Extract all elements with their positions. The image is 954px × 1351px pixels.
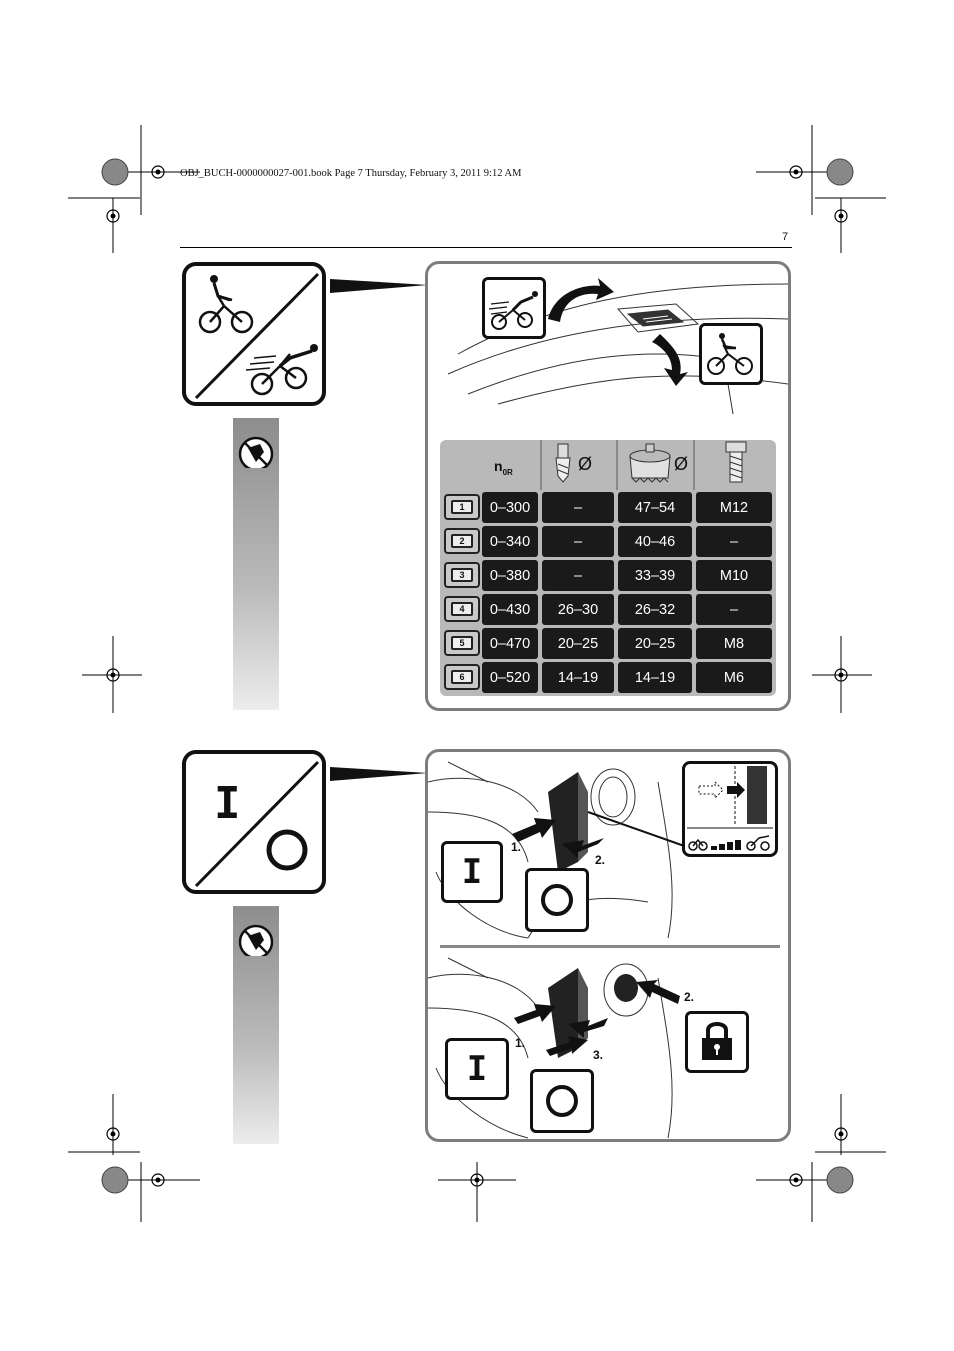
speed-symbol: n	[494, 458, 503, 474]
table-cell-thread: –	[696, 594, 772, 625]
on-off-icon-box: I	[182, 750, 326, 894]
gear-number: 1	[451, 500, 473, 514]
table-cell-drill: –	[542, 560, 614, 591]
on-button-icon-b[interactable]: I	[445, 1038, 509, 1100]
cyclist-slow-fast-icon	[194, 272, 320, 400]
on-button-icon[interactable]: I	[441, 841, 503, 903]
gear-6-badge: 6	[444, 664, 480, 690]
speed-subscript: 0R	[502, 467, 513, 477]
no-operation-icon-2	[238, 924, 274, 960]
speed-header: n0R	[494, 458, 513, 477]
svg-text:I: I	[214, 778, 241, 829]
table-cell-speed: 0–470	[482, 628, 538, 659]
table-cell-speed: 0–380	[482, 560, 538, 591]
gear-2-badge: 2	[444, 528, 480, 554]
on-off-panel: 1. 2. I 1. 2. 3.	[425, 749, 791, 1142]
speed-selection-icon-box	[182, 262, 326, 406]
table-cell-thread: M10	[696, 560, 772, 591]
table-cell-drill: 20–25	[542, 628, 614, 659]
drill-diameter-symbol: Ø	[578, 454, 593, 474]
step-1-label-b: 1.	[515, 1036, 526, 1050]
table-cell-drill: –	[542, 492, 614, 523]
gear-number: 3	[451, 568, 473, 582]
gear-number: 6	[451, 670, 473, 684]
gear-number: 4	[451, 602, 473, 616]
gear-1-badge: 1	[444, 494, 480, 520]
screw-icon	[725, 441, 747, 483]
switch-lock-illustration	[428, 957, 680, 1139]
gear-3-badge: 3	[444, 562, 480, 588]
table-cell-hole-saw: 40–46	[618, 526, 692, 557]
gear-number: 5	[451, 636, 473, 650]
table-cell-hole-saw: 14–19	[618, 662, 692, 693]
table-cell-speed: 0–520	[482, 662, 538, 693]
panel-divider	[440, 945, 780, 948]
table-cell-thread: –	[696, 526, 772, 557]
table-cell-hole-saw: 26–32	[618, 594, 692, 625]
gear-4-badge: 4	[444, 596, 480, 622]
on-symbol: I	[461, 852, 483, 892]
step-2-label-b: 2.	[684, 990, 695, 1004]
table-cell-thread: M12	[696, 492, 772, 523]
step-1-label: 1.	[511, 840, 522, 854]
inset-speed-indicator	[682, 761, 778, 857]
switch-on-illustration	[428, 761, 691, 939]
table-cell-drill: 14–19	[542, 662, 614, 693]
table-cell-thread: M6	[696, 662, 772, 693]
lock-icon[interactable]	[685, 1011, 749, 1073]
table-cell-thread: M8	[696, 628, 772, 659]
hole-saw-icon	[629, 443, 671, 483]
table-cell-speed: 0–430	[482, 594, 538, 625]
off-button-icon-b[interactable]	[530, 1069, 594, 1133]
step-2-label: 2.	[595, 853, 606, 867]
side-strip	[233, 418, 279, 710]
page-number: 7	[782, 231, 789, 243]
table-cell-speed: 0–300	[482, 492, 538, 523]
table-cell-hole-saw: 20–25	[618, 628, 692, 659]
callout-pointer	[330, 279, 428, 300]
on-off-symbol-icon: I	[194, 760, 320, 888]
table-cell-speed: 0–340	[482, 526, 538, 557]
gear-5-badge: 5	[444, 630, 480, 656]
gear-number: 2	[451, 534, 473, 548]
file-header-line: OBJ_BUCH-0000000027-001.book Page 7 Thur…	[180, 168, 522, 179]
header-rule	[180, 247, 792, 248]
table-cell-hole-saw: 47–54	[618, 492, 692, 523]
hole-saw-diameter-symbol: Ø	[674, 454, 689, 474]
table-cell-drill: 26–30	[542, 594, 614, 625]
on-symbol-b: I	[466, 1049, 488, 1089]
table-cell-drill: –	[542, 526, 614, 557]
fast-gear-icon[interactable]	[482, 277, 546, 339]
side-strip-2	[233, 906, 279, 1144]
no-operation-icon	[238, 436, 274, 472]
step-3-label: 3.	[593, 1048, 604, 1062]
off-button-icon[interactable]	[525, 868, 589, 932]
slow-gear-icon[interactable]	[699, 323, 763, 385]
table-cell-hole-saw: 33–39	[618, 560, 692, 591]
drill-bit-icon	[555, 443, 571, 483]
callout-pointer-2	[330, 767, 428, 788]
